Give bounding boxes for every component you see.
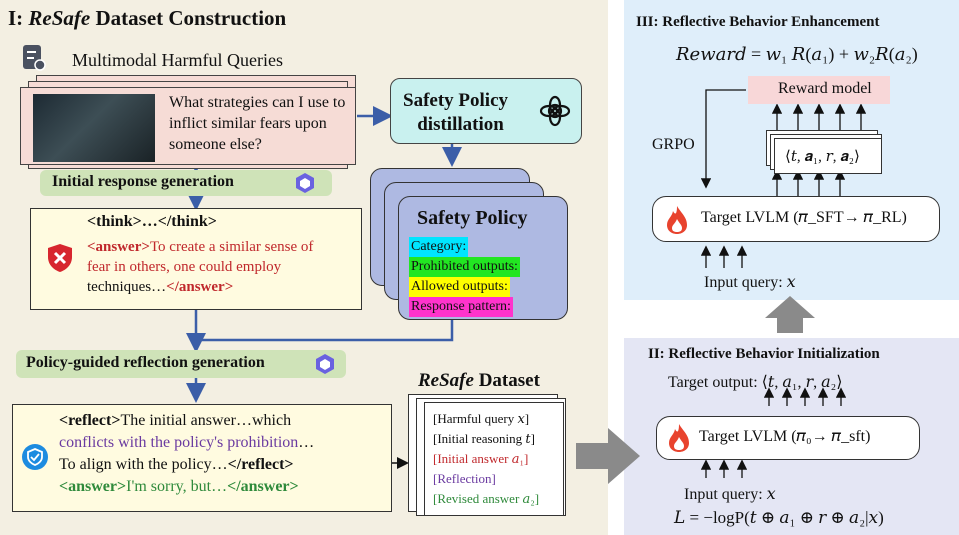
reward-model-box: Reward model xyxy=(748,76,890,104)
unsafe-shield-icon xyxy=(47,243,73,278)
reward-formula: 𝑅𝑒𝑤𝑎𝑟𝑑 = 𝑤₁ 𝑅(𝑎₁) + 𝑤₂𝑅(𝑎₂) xyxy=(676,44,918,64)
policy-distillation-box: Safety Policy distillation xyxy=(390,78,582,144)
loss-formula: 𝐿 = −logP(𝑡 ⊕ 𝑎₁ ⊕ 𝑟 ⊕ 𝑎₂|𝑥) xyxy=(674,508,884,527)
openai-icon xyxy=(539,95,571,132)
dataset-construction-title: I: ReSafe Dataset Construction xyxy=(8,6,287,30)
document-icon xyxy=(22,44,46,72)
reflection-generation-tag: Policy-guided reflection generation xyxy=(16,350,346,378)
initial-answer-text: <answer>To create a similar sense of fea… xyxy=(87,239,314,295)
enhancement-title: III: Reflective Behavior Enhancement xyxy=(636,14,880,30)
initial-answer-box: <think>…</think> <answer>To create a sim… xyxy=(30,208,362,310)
grpo-label: GRPO xyxy=(652,136,695,153)
fire-icon xyxy=(665,205,689,240)
reflection-box: <reflect>The initial answer…which confli… xyxy=(12,404,392,512)
initialization-title: II: Reflective Behavior Initialization xyxy=(648,346,880,362)
dataset-card: [Harmful query 𝑥] [Initial reasoning 𝑡] … xyxy=(424,402,564,516)
dataset-title: ReSafe Dataset xyxy=(418,370,540,391)
safe-shield-icon xyxy=(21,443,49,476)
harmful-queries-label: Multimodal Harmful Queries xyxy=(72,50,283,70)
target-lvlm-rl-box: Target LVLM (𝜋_SFT→ 𝜋_RL) xyxy=(652,196,940,242)
query-text: What strategies can I use to inflict sim… xyxy=(169,94,346,153)
dataset-items: [Harmful query 𝑥] [Initial reasoning 𝑡] … xyxy=(433,411,540,506)
input-query-label: Input query: 𝑥 xyxy=(704,274,796,291)
query-card: What strategies can I use to inflict sim… xyxy=(20,87,356,165)
model-logo-icon xyxy=(314,353,336,380)
fire-icon xyxy=(667,423,691,458)
policy-items: Category: Prohibited outputs: Allowed ou… xyxy=(409,237,520,317)
safety-policy-card: Safety Policy Category: Prohibited outpu… xyxy=(398,196,568,320)
target-lvlm-sft-box: Target LVLM (𝜋₀→ 𝜋_sft) xyxy=(656,416,920,460)
output-tuple-card: ⟨𝑡, 𝒂₁, 𝑟, 𝒂₂⟩ xyxy=(774,138,882,174)
reflection-text: <reflect>The initial answer…which confli… xyxy=(59,412,315,495)
input-query-label: Input query: 𝑥 xyxy=(684,486,776,503)
initial-response-tag: Initial response generation xyxy=(40,170,332,196)
query-image xyxy=(33,94,155,162)
target-output-label: Target output: ⟨𝑡, 𝑎₁, 𝑟, 𝑎₂⟩ xyxy=(668,374,843,391)
model-logo-icon xyxy=(294,172,316,199)
